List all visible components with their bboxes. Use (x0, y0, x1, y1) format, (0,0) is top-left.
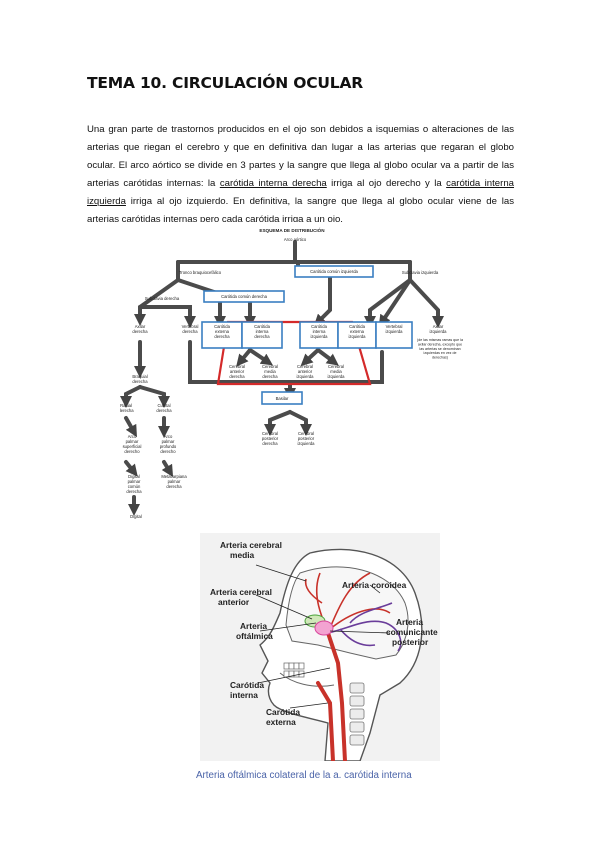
d2-coroidea: Arteria coroidea (342, 580, 407, 590)
d1-ccomun-der: Carótida común derecha (221, 294, 268, 299)
d1-radial-der: Radialderecha (120, 403, 134, 413)
paragraph-text-2: irriga al ojo derecho y la (326, 177, 447, 189)
distribution-diagram: ESQUEMA DE DISTRIBUCIÓN Arco aórtico Tro… (120, 222, 480, 522)
paragraph-text-1: Una gran parte de trastornos producidos … (87, 124, 514, 189)
figure-caption: Arteria oftálmica colateral de la a. car… (196, 770, 412, 781)
link-carotida-izquierda: carótida interna izquierda (87, 177, 515, 207)
d1-arco: Arco aórtico (284, 237, 307, 242)
d1-basilar: Basilar (276, 396, 289, 401)
d1-ccomun-izq: Carótida común izquierda (310, 269, 358, 274)
paragraph-text-3: irriga al ojo izquierdo. En definitiva, … (87, 195, 514, 225)
d1-digital: Digital (130, 514, 142, 519)
link-carotida-derecha: carótida interna derecha (219, 177, 327, 189)
page-title: TEMA 10. CIRCULACIÓN OCULAR (87, 74, 363, 92)
d1-subclavia-der: Subclavia derecha (145, 296, 180, 301)
d1-tronco: Tronco braquiocefálico (179, 270, 222, 275)
d1-subclavia-izq: Subclavia izquierda (402, 270, 439, 275)
d1-title: ESQUEMA DE DISTRIBUCIÓN (259, 226, 325, 233)
intro-paragraph: Una gran parte de trastornos producidos … (87, 121, 514, 228)
